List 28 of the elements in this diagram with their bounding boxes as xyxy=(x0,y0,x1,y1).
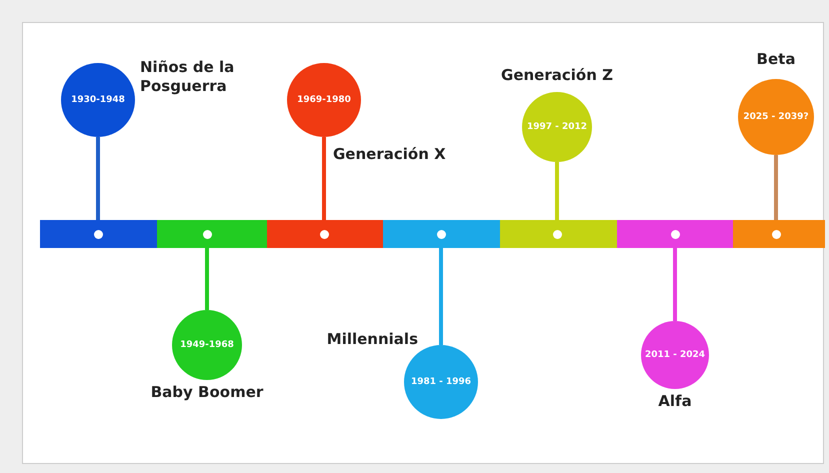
generation-name: Alfa xyxy=(658,392,692,411)
year-range: 1930-1948 xyxy=(71,95,125,105)
connector-stem xyxy=(439,248,443,345)
generation-name: Millennials xyxy=(326,330,418,349)
generation-name: Beta xyxy=(756,50,796,69)
timeline-segment xyxy=(617,220,733,248)
generation-name: Niños de la Posguerra xyxy=(140,58,236,96)
connector-stem xyxy=(322,137,326,220)
connector-stem xyxy=(673,248,677,321)
year-range: 1981 - 1996 xyxy=(410,377,472,387)
timeline-segment xyxy=(383,220,500,248)
generation-name: Baby Boomer xyxy=(150,383,264,402)
year-range: 2011 - 2024 xyxy=(644,350,706,360)
year-range: 1969-1980 xyxy=(297,95,351,105)
year-range: 2025 - 2039? xyxy=(743,112,809,122)
year-range: 1997 - 2012 xyxy=(526,122,588,132)
timeline-segment xyxy=(267,220,383,248)
timeline-segment xyxy=(500,220,617,248)
connector-stem xyxy=(205,248,209,310)
timeline-segment xyxy=(40,220,157,248)
generation-name: Generación X xyxy=(333,145,446,164)
generation-name: Generación Z xyxy=(501,66,613,85)
timeline-segment xyxy=(733,220,825,248)
year-range: 1949-1968 xyxy=(180,340,234,350)
connector-stem xyxy=(774,155,778,220)
timeline-segment xyxy=(157,220,267,248)
connector-stem xyxy=(96,137,100,220)
connector-stem xyxy=(555,162,559,220)
